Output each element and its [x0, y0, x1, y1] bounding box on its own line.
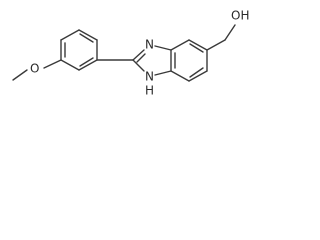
methoxy-oxygen-label: O	[30, 62, 39, 76]
bond-ring-a-3	[78, 29, 98, 41]
bond-ring-a-2	[60, 29, 80, 41]
bond-oxygen-ring	[43, 59, 62, 69]
hydroxyl-label: OH	[231, 9, 249, 23]
amine-nitrogen-label: N	[145, 70, 154, 84]
bond-lines	[12, 24, 236, 82]
bond-ring-a-double-3	[79, 57, 94, 67]
bond-ring-b-4	[188, 70, 208, 82]
bond-ring-b-2	[188, 39, 208, 51]
atom-labels: O OH N N H	[30, 9, 249, 98]
bond-n1-c7a	[154, 45, 172, 51]
bond-c2-n3	[132, 59, 145, 72]
bond-ring-b-double-2	[189, 67, 204, 78]
bond-n3-c3a	[154, 70, 172, 76]
bond-ring-b-double-1	[189, 43, 204, 53]
amine-hydrogen-label: H	[145, 84, 154, 98]
bond-c2-n1	[132, 49, 145, 61]
bond-ring-a-6	[60, 59, 80, 71]
bond-methyl-oxygen	[12, 69, 28, 81]
bond-ring-b-1	[170, 39, 190, 51]
bond-ch2-oh	[224, 24, 236, 41]
bond-ring-ch2	[206, 39, 226, 51]
imine-nitrogen-label: N	[145, 38, 154, 52]
bond-c2-n1-double	[136, 53, 146, 63]
bond-ring-a-double-2	[79, 33, 94, 43]
bond-ring-b-5	[170, 70, 190, 82]
bond-ring-a-5	[78, 59, 98, 71]
molecule-structure: O OH N N H	[12, 9, 249, 98]
